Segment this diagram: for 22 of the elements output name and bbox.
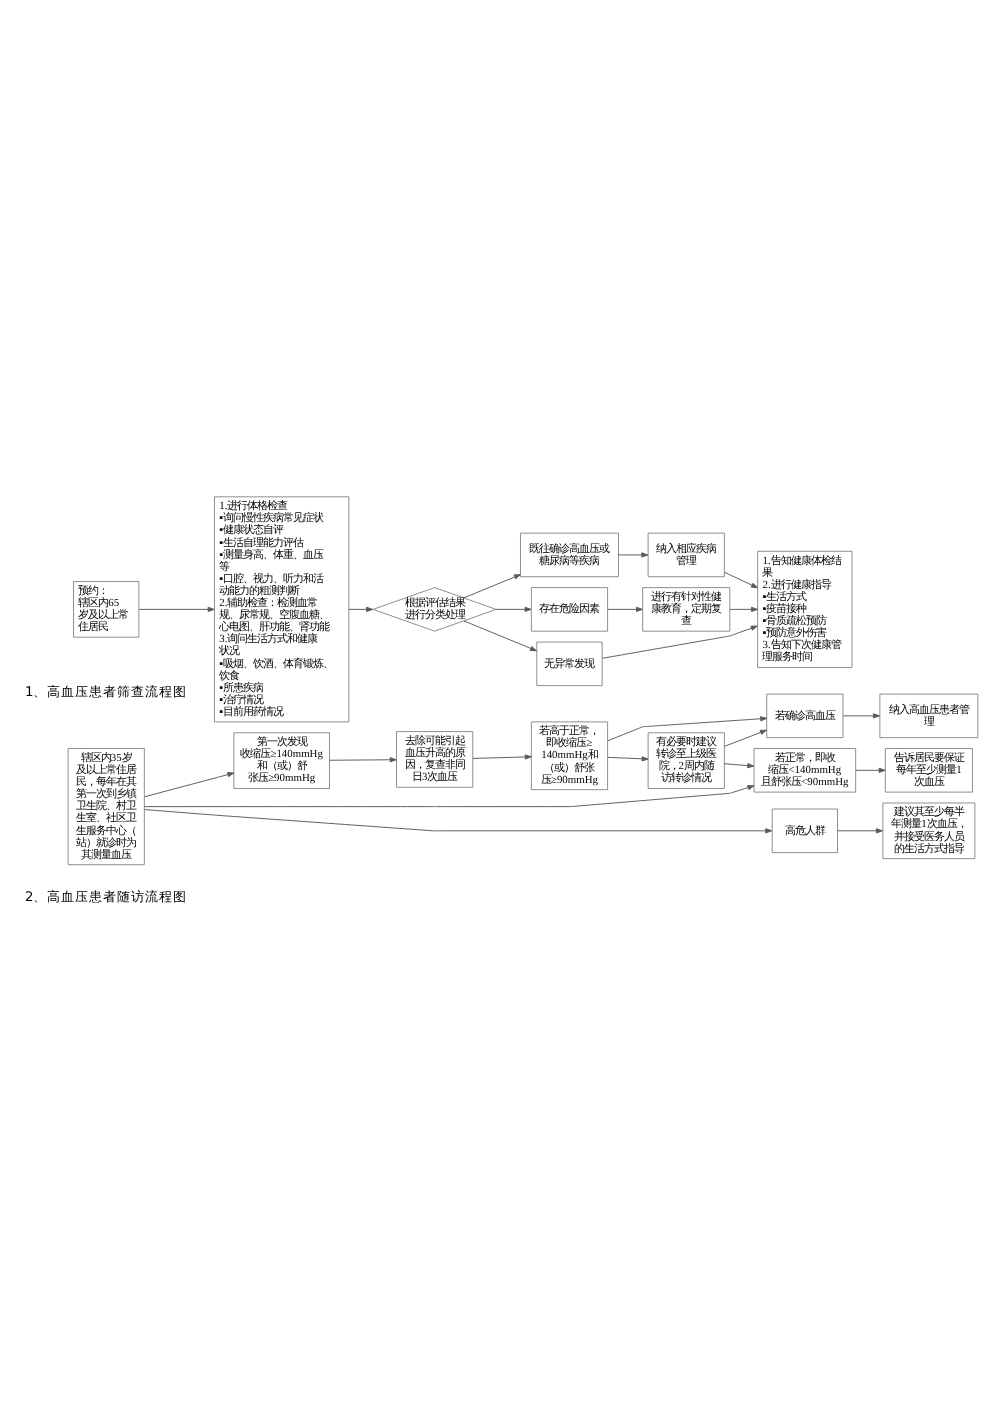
arrow	[724, 762, 755, 768]
arrow	[837, 827, 883, 833]
arrow	[495, 605, 532, 611]
arrow	[144, 808, 773, 833]
arrow	[138, 605, 215, 611]
arrow	[724, 570, 758, 588]
arrow	[729, 605, 758, 611]
arrow	[618, 551, 649, 557]
arrow	[607, 715, 768, 741]
arrow	[842, 712, 880, 718]
arrow	[855, 766, 886, 772]
arrow	[607, 755, 649, 761]
arrow	[472, 753, 532, 759]
arrow	[329, 756, 397, 762]
arrow	[607, 605, 644, 611]
arrow	[463, 573, 521, 598]
arrow	[602, 624, 758, 658]
arrow	[144, 771, 235, 797]
arrow	[724, 728, 767, 746]
arrow	[144, 784, 755, 807]
arrow	[348, 605, 374, 611]
arrow	[463, 619, 537, 651]
